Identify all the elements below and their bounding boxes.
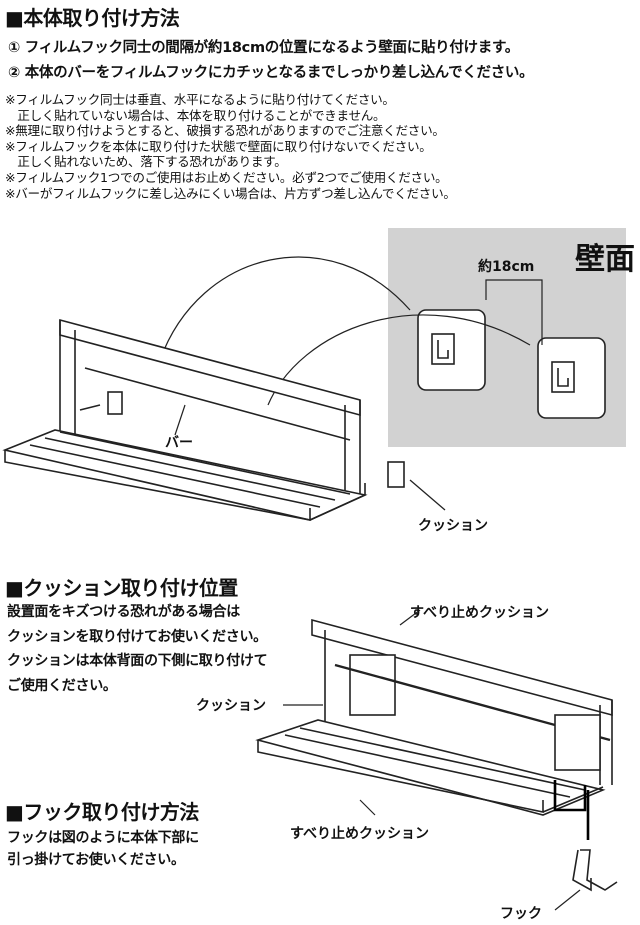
section2-text: 設置面をキズつける恐れがある場合は クッションを取り付けてお使いください。 クッ… (7, 600, 268, 698)
note: ※バーがフィルムフックに差し込みにくい場合は、片方ずつ差し込んでください。 (5, 185, 456, 201)
note: ※フィルムフック同士は垂直、水平になるように貼り付けてください。 (5, 92, 395, 107)
text-line: 設置面をキズつける恐れがある場合は (7, 604, 240, 620)
note: ※無理に取り付けようとすると、破損する恐れがありますのでご注意ください。 (5, 123, 445, 139)
section3-title: ■フック取り付け方法 (5, 800, 199, 824)
shelf-unit-2 (255, 618, 613, 840)
note: 正しく貼れていない場合は、本体を取り付けることができません。 (5, 107, 386, 123)
text-line: 引っ掛けてお使いください。 (7, 852, 185, 868)
bar-label: バー (165, 435, 193, 451)
wall-label: 壁面 (575, 242, 635, 277)
text-line: ご使用ください。 (7, 677, 117, 694)
step-1: ① フィルムフック同士の間隔が約18cmの位置になるよう壁面に貼り付けます。 (8, 40, 519, 56)
cushion-label: クッション (418, 518, 488, 534)
note: 正しく貼れないため、落下する恐れがあります。 (5, 154, 287, 170)
section2-title: ■クッション取り付け位置 (5, 576, 238, 600)
hook-part (572, 849, 618, 892)
anti-slip-bottom-label: すべり止めクッション (290, 826, 430, 842)
film-hook-right (537, 337, 606, 419)
hook-label: フック (500, 906, 542, 922)
text-line: クッションは本体背面の下側に取り付けて (7, 653, 268, 669)
notes: ※フィルムフック同士は垂直、水平になるように貼り付けてください。 正しく貼れてい… (5, 92, 456, 201)
spacing-label: 約18cm (478, 259, 535, 275)
film-hook-left (417, 309, 486, 391)
shelf-unit (2, 318, 368, 521)
step-2: ② 本体のバーをフィルムフックにカチッとなるまでしっかり差し込んでください。 (8, 65, 534, 81)
note: ※フィルムフック1つでのご使用はお止めください。必ず2つでご使用ください。 (5, 169, 448, 185)
section1-title: ■本体取り付け方法 (5, 6, 180, 30)
cushion-label-2: クッション (196, 698, 266, 714)
cushion-piece (387, 461, 405, 488)
text-line: クッションを取り付けてお使いください。 (7, 628, 267, 645)
anti-slip-top-label: すべり止めクッション (410, 605, 550, 621)
section3-text: フックは図のように本体下部に 引っ掛けてお使いください。 (7, 827, 199, 871)
note: ※フィルムフックを本体に取り付けた状態で壁面に取り付けないでください。 (5, 138, 432, 154)
text-line: フックは図のように本体下部に (7, 830, 199, 846)
